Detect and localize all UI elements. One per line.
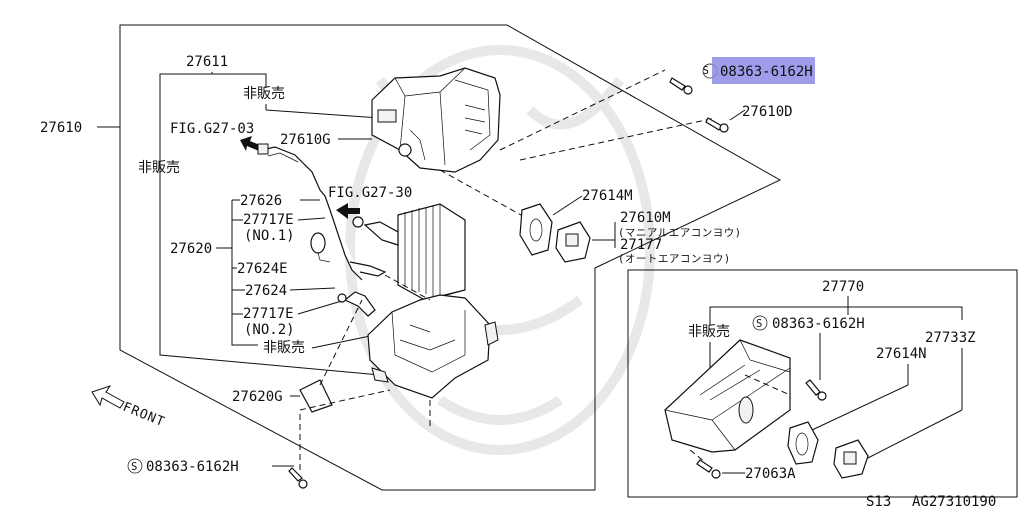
no2-note: (NO.2) <box>244 322 295 338</box>
part-27620G-label[interactable]: 27620G <box>232 389 283 405</box>
bolt-bottom-part-number[interactable]: 08363-6162H <box>146 459 239 475</box>
bolt-bottom <box>288 467 308 489</box>
not-for-sale-label-4: 非販売 <box>688 324 730 340</box>
part-27610D-label[interactable]: 27610D <box>742 104 793 120</box>
lower-case <box>367 294 499 399</box>
part-27611-label[interactable]: 27611 <box>186 54 228 70</box>
part-27717E-no2-label[interactable]: 27717E <box>243 306 294 322</box>
part-27770-label[interactable]: 27770 <box>822 279 864 295</box>
evaporator-core <box>352 203 466 301</box>
upper-unit-housing <box>371 67 501 173</box>
part-s-symbol-top: S <box>703 65 710 77</box>
part-27610M-label[interactable]: 27610M <box>620 210 671 226</box>
page-code: S13 <box>866 494 891 510</box>
seal-27614N <box>787 421 819 465</box>
front-arrow <box>91 385 125 409</box>
highlight-box <box>712 57 815 84</box>
arrow-fig-g27-03 <box>240 136 262 151</box>
part-27717E-no1-label[interactable]: 27717E <box>243 212 294 228</box>
fig-g27-03-ref[interactable]: FIG.G27-03 <box>170 121 254 137</box>
part-27626-label[interactable]: 27626 <box>240 193 282 209</box>
auto-ac-note: (オートエアコンヨウ) <box>618 253 731 265</box>
part-s-symbol-bottom: S <box>131 461 138 473</box>
main-group-outline <box>119 24 782 491</box>
part-27624-label[interactable]: 27624 <box>245 283 287 299</box>
diagram-id: AG27310190 <box>912 494 996 510</box>
actuator-27733Z <box>833 439 869 479</box>
part-27177-label[interactable]: 27177 <box>620 237 662 253</box>
part-27063A-label[interactable]: 27063A <box>745 466 796 482</box>
part-27624E-label[interactable]: 27624E <box>237 261 288 277</box>
bolt-top <box>669 77 693 95</box>
bolt-27610D <box>705 117 729 133</box>
part-s-symbol-inset: S <box>756 318 763 330</box>
not-for-sale-label-1: 非販売 <box>243 86 285 102</box>
part-27733Z-label[interactable]: 27733Z <box>925 330 976 346</box>
bolt-inset <box>805 379 827 401</box>
duct-27770 <box>664 339 791 453</box>
bolt-inset-part-number[interactable]: 08363-6162H <box>772 316 865 332</box>
inset-outline <box>627 269 1018 498</box>
manual-ac-note: (マニアルエアコンヨウ) <box>618 227 742 239</box>
part-27614N-label[interactable]: 27614N <box>876 346 927 362</box>
arrow-fig-g27-30 <box>336 203 360 219</box>
part-27620-label[interactable]: 27620 <box>170 241 212 257</box>
front-label: FRONT <box>121 400 168 430</box>
part-27614M-label[interactable]: 27614M <box>582 188 633 204</box>
not-for-sale-label-3: 非販売 <box>263 340 305 356</box>
screw-27063A <box>696 459 721 479</box>
part-27610G-label[interactable]: 27610G <box>280 132 331 148</box>
gasket-27620G <box>299 379 333 413</box>
actuator-27610M <box>555 221 591 263</box>
fig-g27-30-ref[interactable]: FIG.G27-30 <box>328 185 412 201</box>
bolt-top-part-number[interactable]: 08363-6162H <box>720 64 813 80</box>
seal-27614M <box>519 203 553 256</box>
no1-note: (NO.1) <box>244 228 295 244</box>
part-27610-label[interactable]: 27610 <box>40 120 82 136</box>
drain-hose <box>257 143 326 197</box>
not-for-sale-label-2: 非販売 <box>138 160 180 176</box>
